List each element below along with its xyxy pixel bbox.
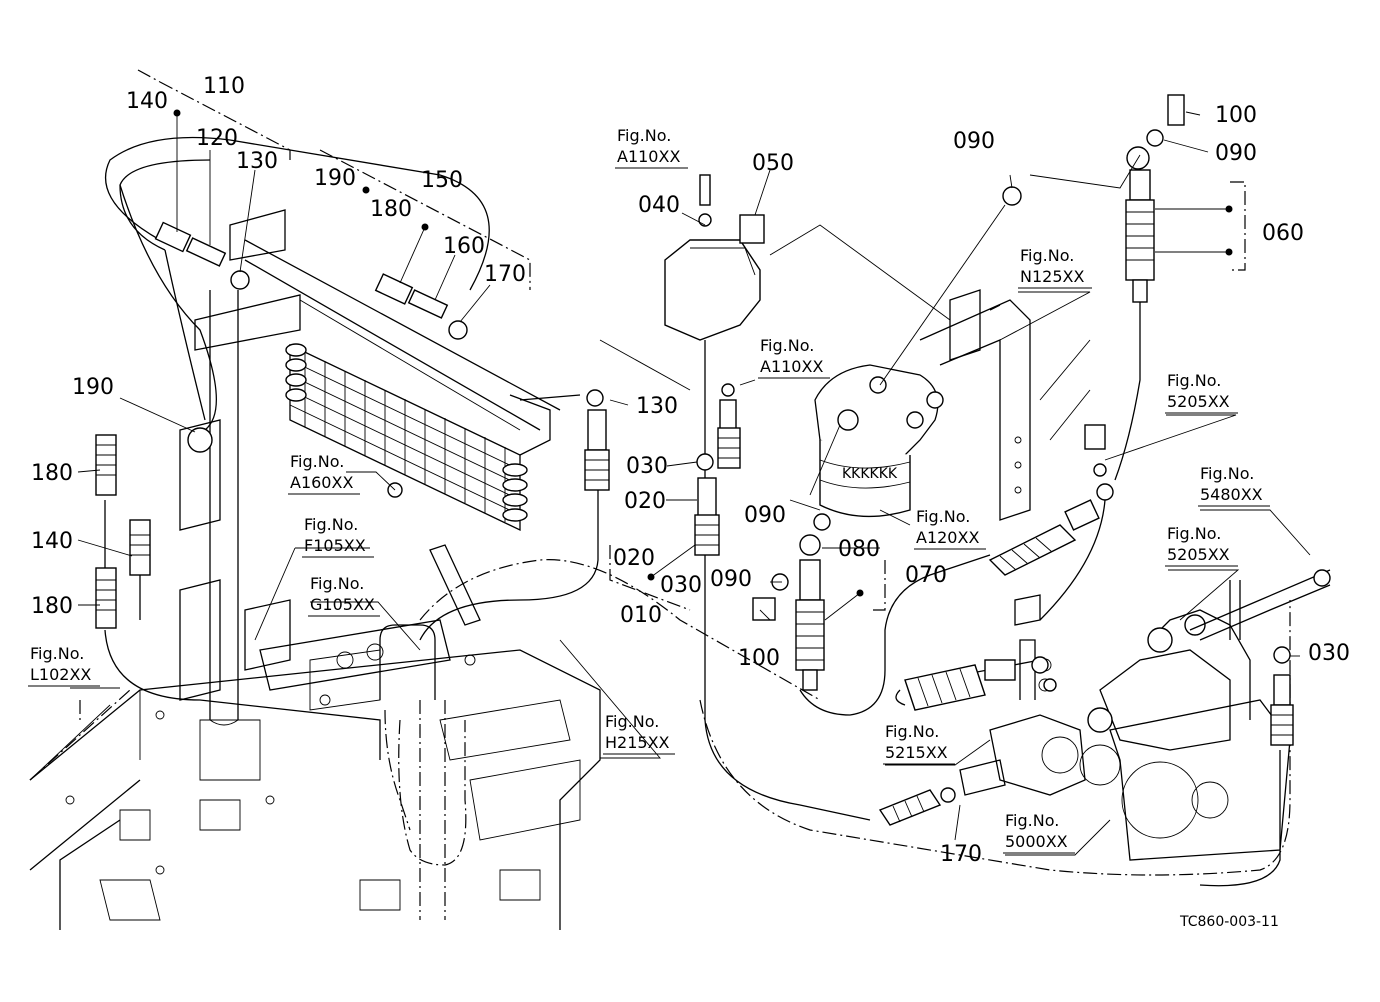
fig-ref-a120: Fig.No. A120XX [914,507,986,550]
label-020-lower: 020 [613,546,655,571]
fig-ref-5205-lower: Fig.No. 5205XX [1165,524,1238,567]
label-050: 050 [752,151,794,176]
label-160: 160 [443,234,485,259]
fig-ref-5205-top: Fig.No. 5205XX [1165,371,1238,414]
svg-text:N125XX: N125XX [1020,267,1084,286]
label-190-left: 190 [72,375,114,400]
svg-text:Fig.No.: Fig.No. [916,507,970,526]
label-120: 120 [196,126,238,151]
oil-cooler [285,343,581,532]
svg-text:Fig.No.: Fig.No. [30,644,84,663]
label-070: 070 [905,563,947,588]
chassis-artwork [29,209,601,930]
svg-text:Fig.No.: Fig.No. [1005,811,1059,830]
svg-text:H215XX: H215XX [605,733,670,752]
hoses [104,136,1281,887]
fig-ref-f105: Fig.No. F105XX [302,515,374,558]
label-170-top: 170 [484,262,526,287]
svg-text:Fig.No.: Fig.No. [1167,371,1221,390]
oil-filter: KKKKKK [814,289,1091,521]
label-180-left-a: 180 [31,461,73,486]
label-190-top: 190 [314,166,356,191]
svg-text:Fig.No.: Fig.No. [760,336,814,355]
svg-text:A110XX: A110XX [617,147,680,166]
fittings [95,94,1294,826]
figure-references: Fig.No. A110XX Fig.No. A110XX Fig.No. N1… [28,126,1270,854]
svg-text:Fig.No.: Fig.No. [1020,246,1074,265]
svg-text:L102XX: L102XX [30,665,91,684]
label-100-top: 100 [1215,103,1257,128]
part-labels: 110 140 120 130 190 150 180 160 170 190 … [31,74,1350,867]
fig-ref-l102: Fig.No. L102XX [28,644,100,687]
svg-text:Fig.No.: Fig.No. [617,126,671,145]
svg-text:Fig.No.: Fig.No. [310,574,364,593]
svg-text:Fig.No.: Fig.No. [290,452,344,471]
label-140-top: 140 [126,89,168,114]
svg-text:A160XX: A160XX [290,473,353,492]
fig-ref-5480: Fig.No. 5480XX [1198,464,1270,507]
label-040: 040 [638,193,680,218]
fig-ref-n125: Fig.No. N125XX [1018,246,1092,289]
svg-text:Fig.No.: Fig.No. [605,712,659,731]
label-020-mid: 020 [624,489,666,514]
label-090-top: 090 [953,129,995,154]
fig-ref-5215: Fig.No. 5215XX [883,722,955,765]
svg-text:5215XX: 5215XX [885,743,948,762]
label-100-lower: 100 [738,646,780,671]
svg-text:Fig.No.: Fig.No. [1200,464,1254,483]
label-090-lower: 090 [710,567,752,592]
label-010: 010 [620,603,662,628]
label-060: 060 [1262,221,1304,246]
reference-outlines [29,69,1291,920]
svg-text:A120XX: A120XX [916,528,979,547]
label-030-mid: 030 [626,454,668,479]
label-130-mid: 130 [636,394,678,419]
label-110: 110 [203,74,245,99]
label-130-top: 130 [236,149,278,174]
label-030-right: 030 [1308,641,1350,666]
label-080: 080 [838,537,880,562]
svg-text:KKKKKK: KKKKKK [842,466,898,482]
leader-lines [29,109,1311,856]
fig-ref-a160: Fig.No. A160XX [288,452,360,495]
label-090-mid: 090 [744,503,786,528]
fig-ref-5000: Fig.No. 5000XX [1003,811,1075,854]
svg-text:5205XX: 5205XX [1167,392,1230,411]
drawing-code: TC860-003-11 [1179,914,1279,930]
svg-text:G105XX: G105XX [310,595,375,614]
hydraulic-pump [959,569,1331,861]
svg-text:Fig.No.: Fig.No. [304,515,358,534]
svg-text:Fig.No.: Fig.No. [885,722,939,741]
svg-text:5480XX: 5480XX [1200,485,1263,504]
fig-ref-a110-mid: Fig.No. A110XX [758,336,830,379]
fig-ref-a110-top: Fig.No. A110XX [615,126,688,169]
label-090-right: 090 [1215,141,1257,166]
fig-ref-g105: Fig.No. G105XX [308,574,380,617]
svg-text:F105XX: F105XX [304,536,366,555]
fig-ref-h215: Fig.No. H215XX [603,712,675,755]
label-030-lower: 030 [660,573,702,598]
label-180-left-b: 180 [31,594,73,619]
label-180-top: 180 [370,197,412,222]
label-150: 150 [421,168,463,193]
svg-text:5205XX: 5205XX [1167,545,1230,564]
label-170-lower: 170 [940,842,982,867]
svg-text:5000XX: 5000XX [1005,832,1068,851]
label-140-left: 140 [31,529,73,554]
svg-text:Fig.No.: Fig.No. [1167,524,1221,543]
svg-text:A110XX: A110XX [760,357,823,376]
